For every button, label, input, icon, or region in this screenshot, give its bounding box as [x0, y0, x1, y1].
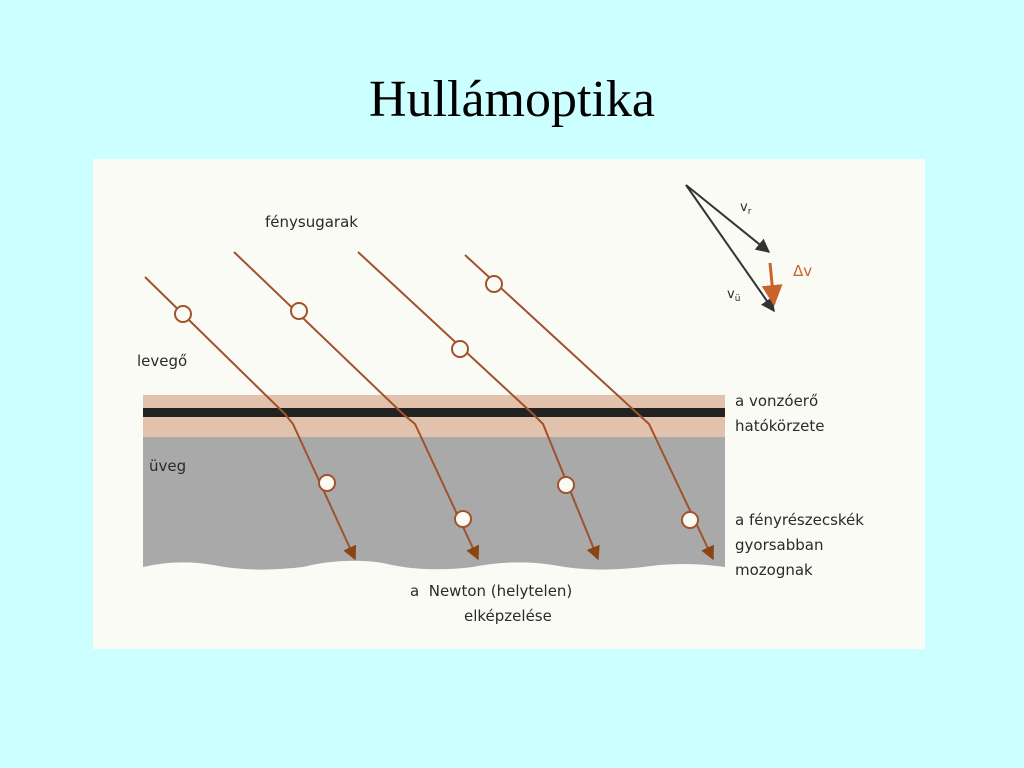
- label-dv: Δv: [793, 262, 812, 280]
- light-particles: [174, 275, 699, 529]
- particle-circle: [454, 510, 472, 528]
- newton-refraction-diagram: fénysugarak levegő üveg a vonzóerő hatók…: [93, 159, 925, 649]
- label-faster-line3: mozognak: [735, 561, 813, 579]
- label-glass: üveg: [149, 457, 186, 475]
- label-rays: fénysugarak: [265, 213, 358, 231]
- label-vu: vü: [727, 287, 740, 304]
- label-zone-line2: hatókörzete: [735, 417, 824, 435]
- vr-vector: [685, 184, 771, 253]
- glass-region: [143, 437, 725, 570]
- particle-circle: [557, 476, 575, 494]
- label-faster-line1: a fényrészecskék: [735, 511, 864, 529]
- light-ray-4: [464, 254, 714, 561]
- surface-line: [143, 408, 725, 417]
- label-vr: vr: [740, 200, 752, 217]
- velocity-vector-diagram: [685, 184, 783, 313]
- particle-circle: [485, 275, 503, 293]
- label-air: levegő: [137, 352, 187, 370]
- slide-title: Hullámoptika: [369, 71, 655, 128]
- dv-vector: [761, 262, 783, 307]
- vu-vector: [685, 184, 775, 313]
- label-zone-line1: a vonzóerő: [735, 392, 818, 410]
- light-ray-2: [233, 251, 480, 561]
- particle-circle: [174, 305, 192, 323]
- particle-circle: [290, 302, 308, 320]
- label-faster-line2: gyorsabban: [735, 536, 824, 554]
- light-ray-1: [144, 276, 357, 561]
- particle-circle: [318, 474, 336, 492]
- label-newton-line2: elképzelése: [464, 607, 552, 625]
- label-newton-line1: a Newton (helytelen): [410, 582, 572, 600]
- particle-circle: [681, 511, 699, 529]
- particle-circle: [451, 340, 469, 358]
